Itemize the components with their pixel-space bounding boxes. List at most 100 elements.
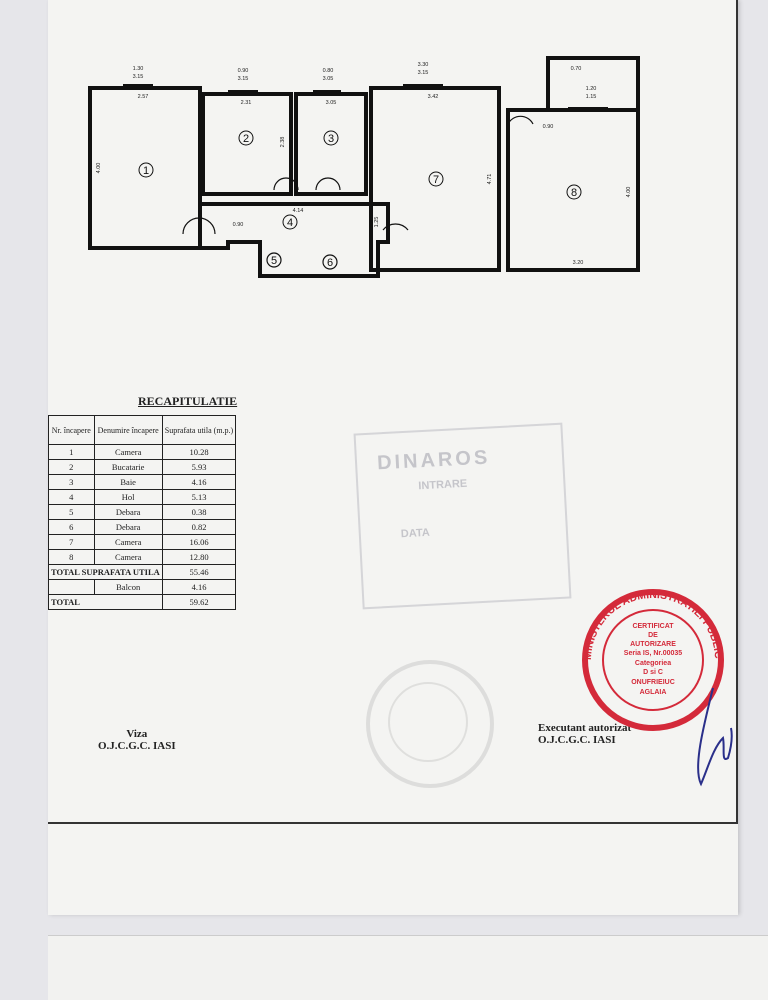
- dim-w8: 3.20: [573, 260, 584, 266]
- cell-name: Debara: [93, 504, 163, 520]
- stamp-text-mid: INTRARE: [418, 477, 468, 493]
- registration-stamp: DINAROS INTRARE DATA: [353, 422, 572, 610]
- dim-top-1: 1.30: [133, 66, 144, 72]
- seal-line-8: AGLAIA: [640, 689, 667, 696]
- cell-nr: 6: [48, 519, 95, 535]
- total-value: 59.62: [161, 594, 237, 610]
- dim-hol-h: 1.25: [374, 217, 380, 228]
- executant-label: Executant autorizat: [538, 722, 632, 734]
- authorization-seal: MINISTERUL ADMINISTRATIEI PUBLICE CERTIF…: [569, 579, 733, 793]
- room-number-5: 5: [271, 255, 277, 267]
- dim-door-b: 0.90: [543, 124, 554, 130]
- cell-name: Camera: [93, 534, 163, 550]
- table-header-row: Nr. încapere Denumire încapere Suprafata…: [48, 415, 237, 445]
- balcon-label: Balcon: [93, 579, 163, 595]
- balcon-row: Balcon 4.16: [48, 579, 237, 595]
- cell-name: Camera: [93, 444, 163, 460]
- cell-area: 16.06: [161, 534, 237, 550]
- dim-top-1b: 3.15: [133, 74, 144, 80]
- cell-area: 0.82: [161, 519, 237, 535]
- room-number-8: 8: [571, 187, 577, 199]
- faint-round-seal: [366, 660, 494, 788]
- dim-h1: 4.00: [96, 163, 102, 174]
- cell-name: Camera: [93, 549, 163, 565]
- dim-w3: 3.05: [326, 100, 337, 106]
- dim-w7: 3.42: [428, 94, 439, 100]
- sheet-frame: [48, 0, 738, 824]
- total-label: TOTAL: [48, 594, 163, 610]
- cell-name: Debara: [93, 519, 163, 535]
- dim-hol: 4.14: [293, 208, 304, 214]
- cell-nr: 3: [48, 474, 95, 490]
- room-number-6: 6: [327, 257, 333, 269]
- next-page-edge: [48, 935, 768, 1000]
- cell-nr: 4: [48, 489, 95, 505]
- dim-top-3: 0.80: [323, 68, 334, 74]
- signature: [697, 687, 733, 787]
- room-number-3: 3: [328, 133, 334, 145]
- total-util-label: TOTAL SUPRAFATA UTILA: [48, 564, 163, 580]
- cell-nr: 5: [48, 504, 95, 520]
- balcon-value: 4.16: [161, 579, 237, 595]
- dim-door-a: 0.90: [233, 222, 244, 228]
- seal-line-6: D si C: [643, 669, 663, 676]
- dim-h7: 4.71: [487, 174, 493, 185]
- total-util-row: TOTAL SUPRAFATA UTILA 55.46: [48, 564, 237, 580]
- total-row: TOTAL 59.62: [48, 594, 237, 610]
- seal-line-5: Categoriea: [635, 660, 671, 667]
- seal-line-7: ONUFRIEIUC: [631, 679, 675, 686]
- cell-name: Bucatarie: [93, 459, 163, 475]
- dim-top-3b: 3.05: [323, 76, 334, 82]
- seal-line-1: CERTIFICAT: [632, 623, 674, 630]
- document-page: 1 2 3 4 5 6 7 8 1.30 3.15 0.90 3.15 0.80: [48, 0, 738, 915]
- dim-w1: 2.57: [138, 94, 149, 100]
- dim-h2: 2.38: [280, 137, 286, 148]
- viza-label: Viza: [126, 728, 148, 740]
- viza-office: O.J.C.G.C. IASI: [98, 740, 176, 752]
- recap-table: Nr. încapere Denumire încapere Suprafata…: [48, 415, 237, 610]
- dim-top-2: 0.90: [238, 68, 249, 74]
- room-number-7: 7: [433, 174, 439, 186]
- recap-title: RECAPITULATIE: [138, 394, 238, 408]
- room-number-4: 4: [287, 217, 293, 229]
- stamp-text-top: DINAROS: [376, 446, 491, 475]
- dim-top-5b: 1.20: [586, 86, 597, 92]
- cell-area: 5.13: [161, 489, 237, 505]
- cell-nr: 7: [48, 534, 95, 550]
- cell-area: 10.28: [161, 444, 237, 460]
- header-suprafata: Suprafata utila (m.p.): [161, 415, 237, 445]
- header-nr: Nr. încapere: [48, 415, 95, 445]
- dim-top-7b: 3.15: [418, 70, 429, 76]
- cell-nr: 1: [48, 444, 95, 460]
- header-denumire: Denumire încapere: [93, 415, 163, 445]
- cell-area: 5.93: [161, 459, 237, 475]
- total-util-value: 55.46: [161, 564, 237, 580]
- cell-nr: 8: [48, 549, 95, 565]
- seal-line-4: Seria IS, Nr.00035: [624, 650, 682, 657]
- executant-office: O.J.C.G.C. IASI: [538, 734, 616, 746]
- executant-block: Executant autorizat O.J.C.G.C. IASI: [538, 722, 631, 746]
- cell-area: 0.38: [161, 504, 237, 520]
- dim-top-5c: 1.15: [586, 94, 597, 100]
- viza-block: Viza O.J.C.G.C. IASI: [98, 728, 176, 752]
- dim-top-7: 3.30: [418, 62, 429, 68]
- dim-top-2b: 3.15: [238, 76, 249, 82]
- floor-plan: 1 2 3 4 5 6 7 8 1.30 3.15 0.90 3.15 0.80: [88, 52, 648, 297]
- cell-nr: 2: [48, 459, 95, 475]
- dim-w2: 2.31: [241, 100, 252, 106]
- room-number-1: 1: [143, 165, 149, 177]
- cell-name: Hol: [93, 489, 163, 505]
- room-number-2: 2: [243, 133, 249, 145]
- stamp-text-low: DATA: [400, 526, 431, 541]
- cell-area: 12.80: [161, 549, 237, 565]
- seal-line-3: AUTORIZARE: [630, 641, 676, 648]
- dim-top-5: 0.70: [571, 66, 582, 72]
- cell-name: Baie: [93, 474, 163, 490]
